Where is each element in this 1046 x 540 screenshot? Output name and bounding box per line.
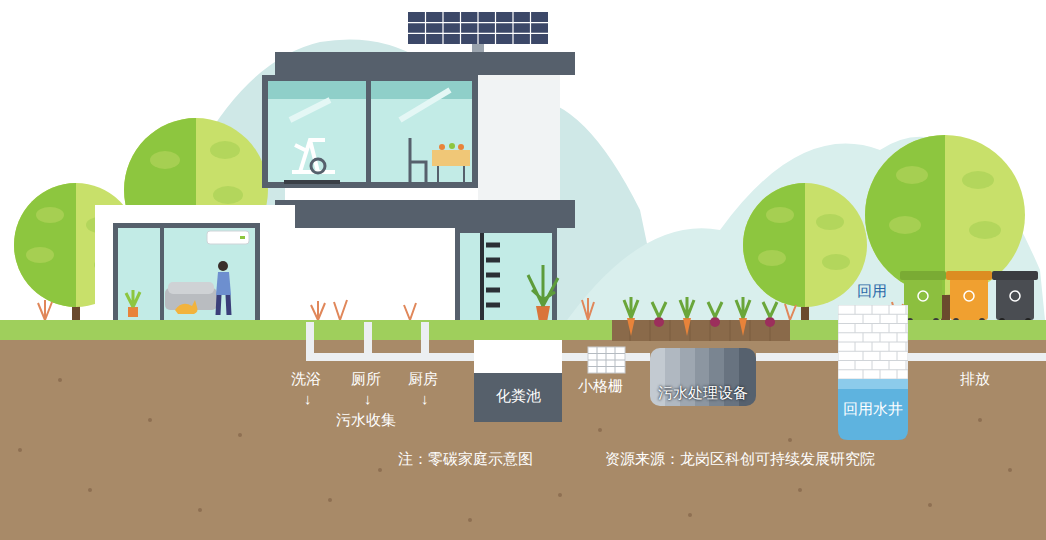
source-label: 厕所 <box>351 370 381 388</box>
flow-arrow: ↓ <box>304 390 312 408</box>
tree <box>743 183 867 322</box>
well-shape <box>838 305 908 440</box>
house <box>95 52 575 322</box>
shrubs <box>38 298 903 320</box>
soil <box>0 340 1046 540</box>
flow-arrow: ↓ <box>364 390 372 408</box>
vegetable-bed <box>612 297 790 341</box>
flow-arrow: ↓ <box>421 390 429 408</box>
reuse-label: 回用 <box>857 282 887 300</box>
soil-dots <box>18 378 1012 522</box>
solar-panel <box>408 12 548 52</box>
node-text: 回用水井 <box>843 400 903 418</box>
node-text: 化粪池 <box>496 387 541 405</box>
septic-tank: 化粪池 <box>474 340 562 422</box>
collection-label: 污水收集 <box>336 411 396 429</box>
source-label: 厨房 <box>408 370 438 388</box>
discharge-label: 排放 <box>960 370 990 388</box>
source-note: 资源来源：龙岗区科创可持续发展研究院 <box>605 450 875 468</box>
note: 注：零碳家庭示意图 <box>398 450 533 468</box>
grate-label: 小格栅 <box>578 377 623 395</box>
pipe <box>756 353 838 361</box>
treatment-equipment: 污水处理设备 <box>650 348 756 406</box>
reuse-well: 回用水井 <box>838 305 908 440</box>
trash-bins <box>900 271 1038 324</box>
source-label: 洗浴 <box>291 370 321 388</box>
node-text: 污水处理设备 <box>658 384 748 402</box>
